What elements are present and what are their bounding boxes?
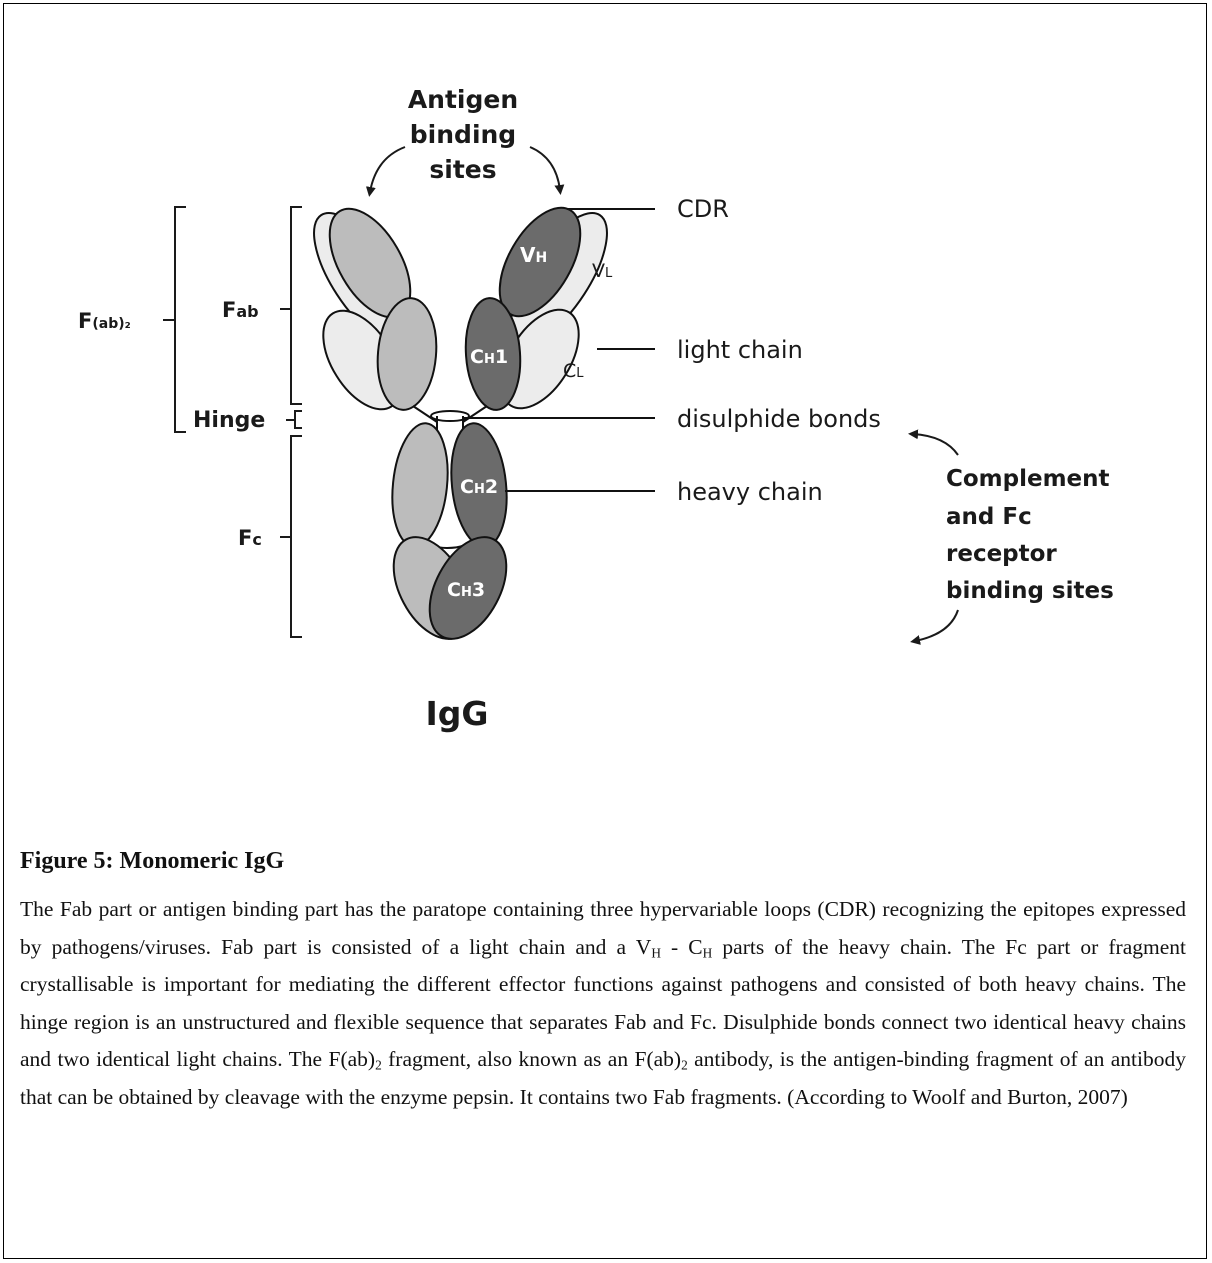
cdr-label: CDR — [677, 195, 729, 223]
complement-label-line-4: binding sites — [946, 578, 1114, 604]
complement-arrow-up — [913, 434, 958, 455]
fc-bracket — [291, 436, 302, 637]
antigen-label-line-2: binding — [410, 120, 516, 149]
complement-label-line-1: Complement — [946, 466, 1110, 492]
hinge-label: Hinge — [193, 408, 265, 433]
antigen-arrow-right — [530, 147, 560, 190]
figure-caption: Figure 5: Monomeric IgG The Fab part or … — [20, 848, 1186, 1116]
vl-label: VL — [592, 260, 613, 282]
caption-title: Figure 5: Monomeric IgG — [20, 848, 1186, 875]
hinge-bracket — [295, 411, 302, 428]
igg-diagram: Antigen binding sites F(ab)₂ Fab Hinge F… — [0, 0, 1212, 800]
complement-arrow-down — [915, 610, 958, 641]
complement-label-line-2: and Fc — [946, 504, 1032, 530]
complement-label-line-3: receptor — [946, 541, 1057, 567]
fc-label: Fc — [238, 526, 262, 550]
fab-label: Fab — [222, 298, 259, 322]
antigen-arrow-left — [370, 147, 405, 192]
light-chain-label: light chain — [677, 336, 803, 364]
heavy-chain-label: heavy chain — [677, 478, 823, 506]
caption-body: The Fab part or antigen binding part has… — [20, 891, 1186, 1116]
fab-bracket — [291, 207, 302, 404]
cl-label: CL — [563, 360, 584, 382]
disulphide-bonds-label: disulphide bonds — [677, 405, 881, 433]
antigen-label-line-1: Antigen — [408, 85, 518, 114]
fab2-bracket — [175, 207, 186, 432]
molecule-name: IgG — [426, 694, 489, 733]
fab2-label: F(ab)₂ — [78, 309, 131, 333]
antigen-label-line-3: sites — [429, 155, 496, 184]
